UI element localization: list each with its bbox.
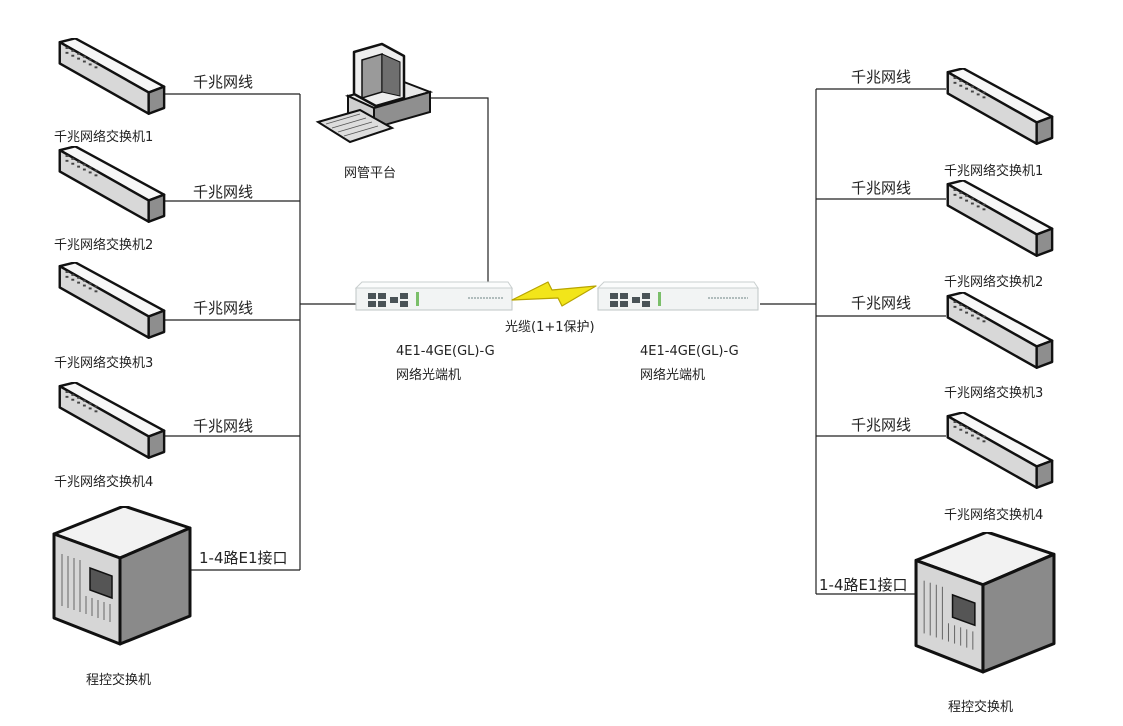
right-terminal-model: 4E1-4GE(GL)-G bbox=[640, 344, 739, 359]
left-switch-4 bbox=[58, 382, 166, 459]
left-cable-label-4: 千兆网线 bbox=[193, 417, 254, 435]
right-switch-3 bbox=[946, 292, 1054, 369]
left-e1-label: 1-4路E1接口 bbox=[199, 549, 288, 567]
left-switch-2 bbox=[58, 146, 166, 223]
right-cable-label-2: 千兆网线 bbox=[851, 179, 912, 197]
left-optical-terminal bbox=[354, 281, 513, 311]
left-cable-label-3: 千兆网线 bbox=[193, 299, 254, 317]
right-switch-4 bbox=[946, 412, 1054, 489]
left-switch-label-1: 千兆网络交换机1 bbox=[54, 130, 154, 145]
right-switch-label-3: 千兆网络交换机3 bbox=[944, 386, 1044, 401]
right-switch-label-1: 千兆网络交换机1 bbox=[944, 164, 1044, 179]
left-pbx-label: 程控交换机 bbox=[86, 673, 152, 688]
left-terminal-name: 网络光端机 bbox=[396, 368, 462, 383]
fiber-label: 光缆(1+1保护) bbox=[505, 320, 595, 335]
left-pbx bbox=[52, 506, 192, 646]
right-switch-1 bbox=[946, 68, 1054, 145]
right-cable-label-4: 千兆网线 bbox=[851, 416, 912, 434]
fiber-link-bolt-icon bbox=[511, 281, 597, 307]
left-terminal-model: 4E1-4GE(GL)-G bbox=[396, 344, 495, 359]
right-wiring bbox=[760, 88, 946, 595]
left-wiring bbox=[162, 93, 489, 571]
right-cable-label-1: 千兆网线 bbox=[851, 68, 912, 86]
right-terminal-name: 网络光端机 bbox=[640, 368, 706, 383]
left-switch-label-2: 千兆网络交换机2 bbox=[54, 238, 154, 253]
right-switch-2 bbox=[946, 180, 1054, 257]
left-switch-3 bbox=[58, 262, 166, 339]
right-e1-label: 1-4路E1接口 bbox=[819, 576, 908, 594]
left-switch-label-3: 千兆网络交换机3 bbox=[54, 356, 154, 371]
right-switch-label-4: 千兆网络交换机4 bbox=[944, 508, 1044, 523]
right-cable-label-3: 千兆网线 bbox=[851, 294, 912, 312]
right-pbx bbox=[914, 532, 1056, 674]
nms-computer-icon bbox=[315, 42, 434, 144]
left-cable-label-1: 千兆网线 bbox=[193, 73, 254, 91]
left-cable-label-2: 千兆网线 bbox=[193, 183, 254, 201]
nms-label: 网管平台 bbox=[344, 166, 397, 181]
right-switch-label-2: 千兆网络交换机2 bbox=[944, 275, 1044, 290]
left-switch-label-4: 千兆网络交换机4 bbox=[54, 475, 154, 490]
right-optical-terminal bbox=[596, 281, 759, 311]
left-switch-1 bbox=[58, 38, 166, 115]
right-pbx-label: 程控交换机 bbox=[948, 700, 1014, 715]
